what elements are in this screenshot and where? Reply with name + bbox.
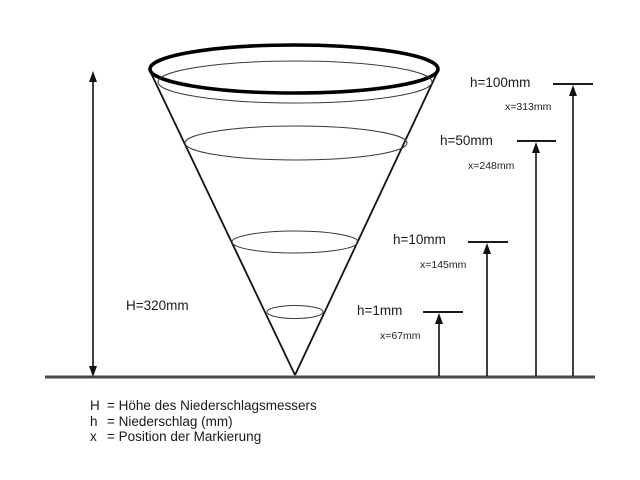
mark-ellipse-100mm <box>157 60 433 104</box>
marker-label-h1: h=1mm <box>357 303 403 318</box>
arrowhead-up-icon <box>569 85 577 96</box>
marker-label-x313: x=313mm <box>505 101 552 113</box>
marker-1mm <box>423 311 463 376</box>
cone-funnel <box>148 43 440 376</box>
cone-rim-ellipse <box>148 43 440 95</box>
marker-50mm <box>517 140 556 376</box>
legend-symbol: h <box>90 413 98 429</box>
cone-side-right <box>294 70 439 376</box>
marker-label-x67: x=67mm <box>380 330 421 342</box>
mark-ellipse-1mm <box>266 305 324 319</box>
total-height-label: H=320mm <box>126 298 189 313</box>
legend-definition: = Position der Markierung <box>107 429 262 444</box>
legend-row-h: h = Niederschlag (mm) <box>90 414 317 430</box>
arrowhead-down-icon <box>89 366 97 377</box>
arrowhead-up-icon <box>532 142 540 153</box>
legend-symbol: x <box>90 429 97 444</box>
legend-row-x: x = Position der Markierung <box>90 429 317 445</box>
marker-10mm <box>468 241 508 376</box>
legend: H = Höhe des Niederschlagsmessers h = Ni… <box>90 398 317 445</box>
marker-label-h10: h=10mm <box>393 232 446 247</box>
arrowhead-up-icon <box>89 71 97 82</box>
arrowhead-up-icon <box>483 243 491 254</box>
total-height-arrow <box>89 71 97 377</box>
legend-definition: = Höhe des Niederschlagsmessers <box>107 398 317 413</box>
legend-symbol: H <box>90 398 100 413</box>
marker-100mm <box>553 83 593 376</box>
mark-ellipse-50mm <box>184 125 408 161</box>
marker-label-x145: x=145mm <box>420 259 467 271</box>
marker-label-x248: x=248mm <box>468 160 515 172</box>
cone-side-left <box>149 70 296 376</box>
arrowhead-up-icon <box>435 313 443 324</box>
marker-label-h100: h=100mm <box>470 75 531 90</box>
mark-ellipse-10mm <box>231 230 359 254</box>
marker-label-h50: h=50mm <box>440 133 493 148</box>
legend-definition: = Niederschlag (mm) <box>107 413 233 429</box>
legend-row-H: H = Höhe des Niederschlagsmessers <box>90 398 317 414</box>
